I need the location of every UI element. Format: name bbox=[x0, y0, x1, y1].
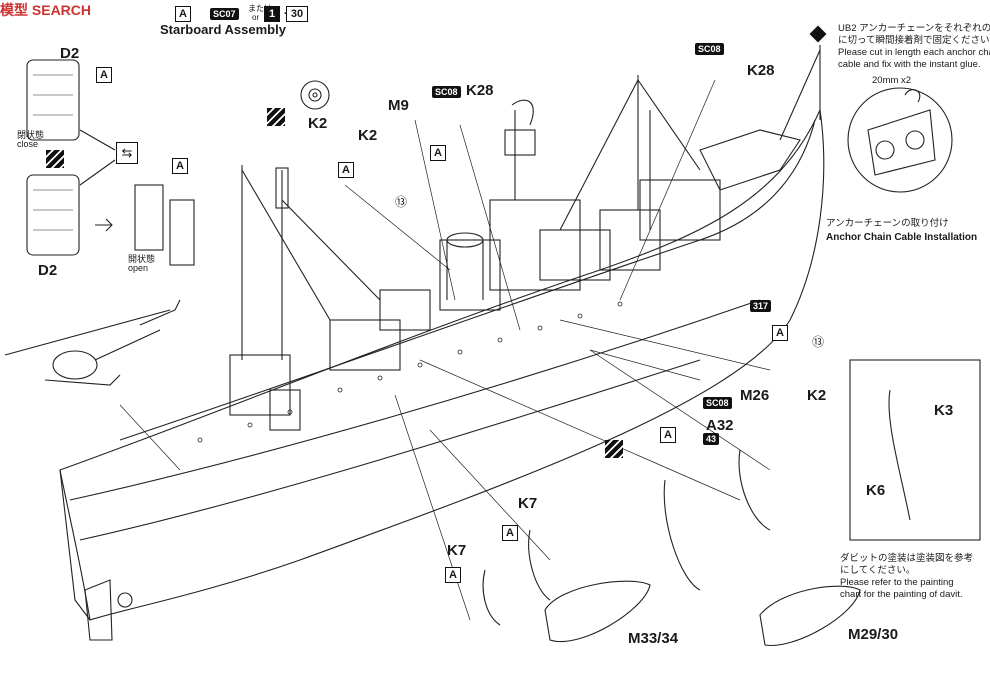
davit-note-jp-2: にしてください。 bbox=[840, 565, 916, 576]
legend-30: 30 bbox=[286, 6, 308, 22]
caption-open-en: open bbox=[128, 263, 149, 273]
marker-sc08-right: SC08 bbox=[695, 43, 724, 55]
label-k2-right: K2 bbox=[807, 387, 827, 404]
anchor-title-en: Anchor Chain Cable Installation bbox=[826, 232, 978, 243]
label-k6: K6 bbox=[866, 482, 886, 499]
marker-43: 43 bbox=[703, 433, 720, 445]
label-k7-upper: K7 bbox=[518, 495, 538, 512]
label-m26: M26 bbox=[740, 387, 770, 404]
legend-box-a: A bbox=[175, 6, 191, 22]
marker-a-open: A bbox=[172, 158, 188, 174]
marker-13-right: ⑬ bbox=[812, 335, 825, 349]
marker-317: 317 bbox=[750, 300, 772, 312]
caption-open-jp: 開状態 bbox=[128, 254, 156, 264]
label-d2-bottom: D2 bbox=[38, 262, 58, 279]
marker-a-a32: A bbox=[660, 427, 676, 443]
anchor-note-en-2: cable and fix with the instant glue. bbox=[838, 59, 981, 70]
label-k28-mid: K28 bbox=[466, 82, 494, 99]
marker-13-left: ⑬ bbox=[395, 195, 408, 209]
label-m9: M9 bbox=[388, 97, 409, 114]
label-m33-34: M33/34 bbox=[628, 630, 679, 647]
label-k7-lower: K7 bbox=[447, 542, 467, 559]
label-m29-30: M29/30 bbox=[848, 626, 899, 643]
davit-note-en-1: Please refer to the painting bbox=[840, 577, 954, 588]
marker-a-d2: A bbox=[96, 67, 112, 83]
anchor-title-jp: アンカーチェーンの取り付け bbox=[826, 218, 949, 229]
paint-stripe-icon bbox=[267, 108, 285, 126]
anchor-note-jp-1: UB2 アンカーチェーンをそれぞれの長さ bbox=[838, 23, 990, 34]
caption-close-en: close bbox=[17, 139, 39, 149]
anchor-note-en-1: Please cut in length each anchor chain bbox=[838, 47, 990, 58]
label-k28-right: K28 bbox=[747, 62, 775, 79]
anchor-note-jp-2: に切って瞬間接着剤で固定ください。 bbox=[838, 35, 990, 46]
marker-a-m9: A bbox=[430, 145, 446, 161]
label-k3: K3 bbox=[934, 402, 954, 419]
marker-sc08-mid: SC08 bbox=[432, 86, 461, 98]
marker-a-k2: A bbox=[338, 162, 354, 178]
legend-or: or bbox=[252, 13, 260, 22]
davit-note-jp-1: ダビットの塗装は塗装図を参考 bbox=[840, 553, 974, 564]
marker-a-k7-lower: A bbox=[445, 567, 461, 583]
label-a32: A32 bbox=[706, 417, 734, 434]
paint-stripe-icon bbox=[605, 440, 623, 458]
legend-or-jp: または bbox=[248, 4, 272, 13]
label-k2-upper: K2 bbox=[308, 115, 328, 132]
marker-a-k2-right: A bbox=[772, 325, 788, 341]
caption-close-jp: 閉状態 bbox=[17, 130, 45, 140]
marker-a-k7-upper: A bbox=[502, 525, 518, 541]
label-k2-left: K2 bbox=[358, 127, 378, 144]
legend-sc07: SC07 bbox=[210, 8, 239, 20]
swap-arrow-icon: ⇆ bbox=[116, 142, 138, 164]
label-d2-top: D2 bbox=[60, 45, 80, 62]
marker-sc08-m26: SC08 bbox=[703, 397, 732, 409]
davit-note-en-2: chart for the painting of davit. bbox=[840, 589, 963, 600]
legend-1: 1 bbox=[264, 6, 280, 22]
anchor-size: 20mm x2 bbox=[872, 75, 912, 86]
paint-stripe-icon bbox=[46, 150, 64, 168]
ship-hull bbox=[59, 108, 825, 621]
assembly-title: Starboard Assembly bbox=[160, 22, 286, 37]
watermark: 模型 SEARCH bbox=[0, 2, 92, 18]
